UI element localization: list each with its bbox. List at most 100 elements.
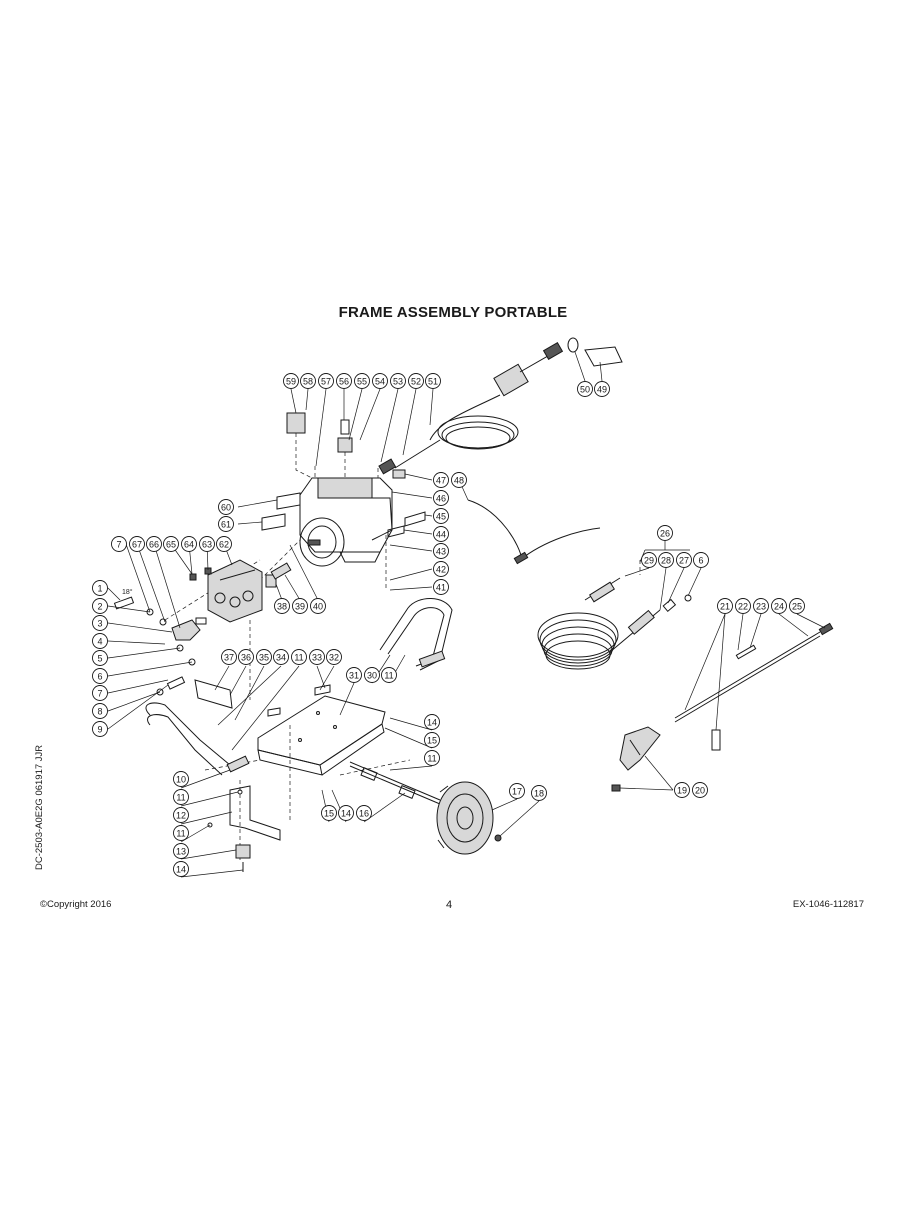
callout-circle bbox=[216, 536, 232, 552]
copyright-text: ©Copyright 2016 bbox=[40, 899, 112, 910]
callout-circle bbox=[658, 552, 674, 568]
callout-29: 29 bbox=[641, 552, 657, 568]
callout-6: 6 bbox=[92, 668, 108, 684]
callout-number: 16 bbox=[359, 809, 369, 819]
callout-circle bbox=[424, 732, 440, 748]
callout-number: 55 bbox=[357, 377, 367, 387]
callout-circle bbox=[173, 807, 189, 823]
callout-61: 61 bbox=[218, 516, 234, 532]
callout-number: 17 bbox=[512, 787, 522, 797]
callout-circle bbox=[173, 771, 189, 787]
callout-circle bbox=[641, 552, 657, 568]
callout-number: 49 bbox=[597, 385, 607, 395]
callout-circle bbox=[92, 615, 108, 631]
callout-number: 27 bbox=[679, 556, 689, 566]
callout-circle bbox=[218, 516, 234, 532]
callout-number: 7 bbox=[97, 689, 102, 699]
callout-number: 43 bbox=[436, 547, 446, 557]
callout-59: 59 bbox=[283, 373, 299, 389]
callout-3: 3 bbox=[92, 615, 108, 631]
callout-circle bbox=[735, 598, 751, 614]
callout-circle bbox=[674, 782, 690, 798]
callout-43: 43 bbox=[433, 543, 449, 559]
callout-50: 50 bbox=[577, 381, 593, 397]
callout-circle bbox=[433, 472, 449, 488]
callout-circle bbox=[173, 861, 189, 877]
callout-circle bbox=[433, 526, 449, 542]
callout-circle bbox=[408, 373, 424, 389]
callout-44: 44 bbox=[433, 526, 449, 542]
callout-32: 32 bbox=[326, 649, 342, 665]
callout-circle bbox=[92, 685, 108, 701]
callout-31: 31 bbox=[346, 667, 362, 683]
callout-circle bbox=[433, 490, 449, 506]
callout-number: 57 bbox=[321, 377, 331, 387]
callout-number: 60 bbox=[221, 503, 231, 513]
side-document-code: DC-2503-A0E2G 061917 JJR bbox=[34, 744, 45, 870]
callout-circle bbox=[92, 703, 108, 719]
callout-number: 65 bbox=[166, 540, 176, 550]
page-number: 4 bbox=[446, 899, 453, 911]
callout-circle bbox=[676, 552, 692, 568]
callout-circle bbox=[292, 598, 308, 614]
callout-circle bbox=[318, 373, 334, 389]
callout-circle bbox=[326, 649, 342, 665]
callout-number: 54 bbox=[375, 377, 385, 387]
callout-circle bbox=[531, 785, 547, 801]
callout-12: 12 bbox=[173, 807, 189, 823]
callout-number: 12 bbox=[176, 811, 186, 821]
callout-number: 2 bbox=[97, 602, 102, 612]
callout-number: 33 bbox=[312, 653, 322, 663]
callout-circle bbox=[433, 579, 449, 595]
callout-circle bbox=[424, 714, 440, 730]
callout-circle bbox=[771, 598, 787, 614]
callout-number: 30 bbox=[367, 671, 377, 681]
callout-60: 60 bbox=[218, 499, 234, 515]
callout-circle bbox=[310, 598, 326, 614]
callout-circle bbox=[451, 472, 467, 488]
callout-number: 15 bbox=[324, 809, 334, 819]
callout-number: 1 bbox=[97, 584, 102, 594]
callout-circle bbox=[433, 508, 449, 524]
callout-number: 9 bbox=[97, 725, 102, 735]
callout-number: 44 bbox=[436, 530, 446, 540]
callout-33: 33 bbox=[309, 649, 325, 665]
callout-number: 38 bbox=[277, 602, 287, 612]
callout-circle bbox=[364, 667, 380, 683]
callout-54: 54 bbox=[372, 373, 388, 389]
callout-circle bbox=[274, 598, 290, 614]
callout-27: 27 bbox=[676, 552, 692, 568]
callout-circle bbox=[381, 667, 397, 683]
callout-18: 18 bbox=[531, 785, 547, 801]
callout-circle bbox=[753, 598, 769, 614]
bracket-drawing bbox=[207, 785, 281, 872]
callout-28: 28 bbox=[658, 552, 674, 568]
hose-drawing bbox=[467, 499, 692, 670]
callout-circle bbox=[321, 805, 337, 821]
callout-number: 48 bbox=[454, 476, 464, 486]
callout-23: 23 bbox=[753, 598, 769, 614]
wheel-drawing bbox=[349, 761, 502, 855]
callout-7: 7 bbox=[111, 536, 127, 552]
assembly-lines bbox=[164, 433, 641, 860]
callout-2: 2 bbox=[92, 598, 108, 614]
callout-circle bbox=[338, 805, 354, 821]
callout-number: 52 bbox=[411, 377, 421, 387]
callout-58: 58 bbox=[300, 373, 316, 389]
callout-49: 49 bbox=[594, 381, 610, 397]
callout-24: 24 bbox=[771, 598, 787, 614]
page-title: FRAME ASSEMBLY PORTABLE bbox=[338, 304, 568, 321]
angle-label: 18° bbox=[122, 588, 133, 596]
callout-number: 18 bbox=[534, 789, 544, 799]
callout-circle bbox=[433, 543, 449, 559]
spray-gun-drawing bbox=[611, 622, 834, 792]
callout-circle bbox=[181, 536, 197, 552]
callout-number: 56 bbox=[339, 377, 349, 387]
callout-25: 25 bbox=[789, 598, 805, 614]
callout-26: 26 bbox=[657, 525, 673, 541]
callout-number: 32 bbox=[329, 653, 339, 663]
callout-number: 24 bbox=[774, 602, 784, 612]
callout-circle bbox=[92, 580, 108, 596]
pump-drawing bbox=[113, 559, 292, 696]
callout-number: 45 bbox=[436, 512, 446, 522]
